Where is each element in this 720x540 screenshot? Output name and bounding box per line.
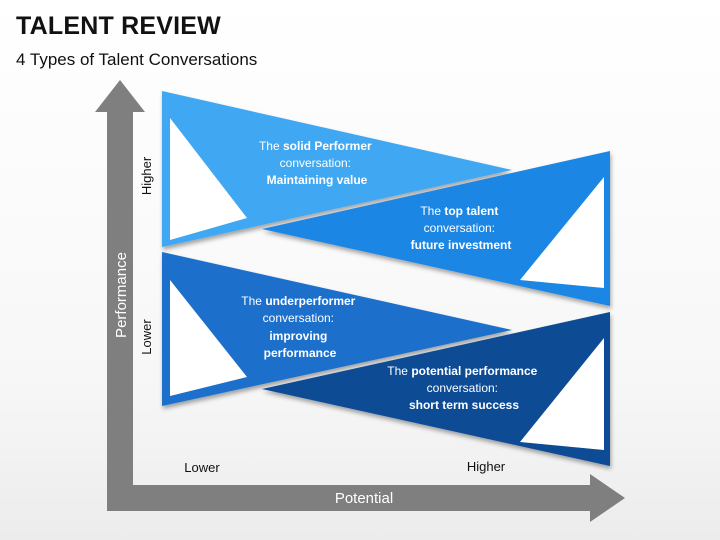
y-axis-label: Performance (113, 252, 130, 338)
potential-performance-wedge (262, 312, 610, 466)
y-high-label: Higher (139, 156, 154, 195)
top-talent-text: The top talent conversation: future inve… (411, 204, 512, 252)
potential-performance-text: The potential performance conversation: … (387, 364, 540, 412)
x-axis-label: Potential (335, 490, 393, 507)
page-title: TALENT REVIEW (16, 12, 221, 40)
solid-performer-text: The solid Performer conversation: Mainta… (259, 139, 375, 187)
y-low-label: Lower (139, 319, 154, 355)
underperformer-text: The underperformer conversation: improvi… (241, 294, 358, 360)
y-axis-arrow (95, 80, 145, 504)
page-subtitle: 4 Types of Talent Conversations (16, 50, 258, 69)
x-low-label: Lower (184, 460, 220, 475)
underperformer-wedge (162, 252, 512, 406)
x-axis-arrow (107, 474, 625, 522)
x-high-label: Higher (467, 459, 506, 474)
solid-performer-wedge (162, 91, 512, 247)
top-talent-wedge (262, 151, 610, 306)
